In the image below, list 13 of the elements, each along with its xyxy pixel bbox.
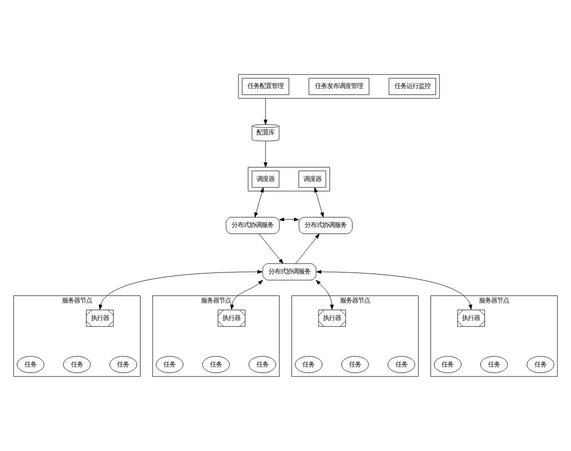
arrow <box>316 280 334 310</box>
arrow <box>98 270 263 310</box>
arrow <box>230 280 263 310</box>
arrow <box>258 234 284 264</box>
cluster <box>238 74 440 99</box>
arrow <box>295 234 320 264</box>
arrow <box>316 270 472 310</box>
arrow <box>264 140 268 168</box>
arrow <box>254 187 264 218</box>
arrow <box>279 218 300 222</box>
arrow <box>264 98 268 125</box>
cluster <box>248 166 330 192</box>
arrow <box>314 187 324 218</box>
